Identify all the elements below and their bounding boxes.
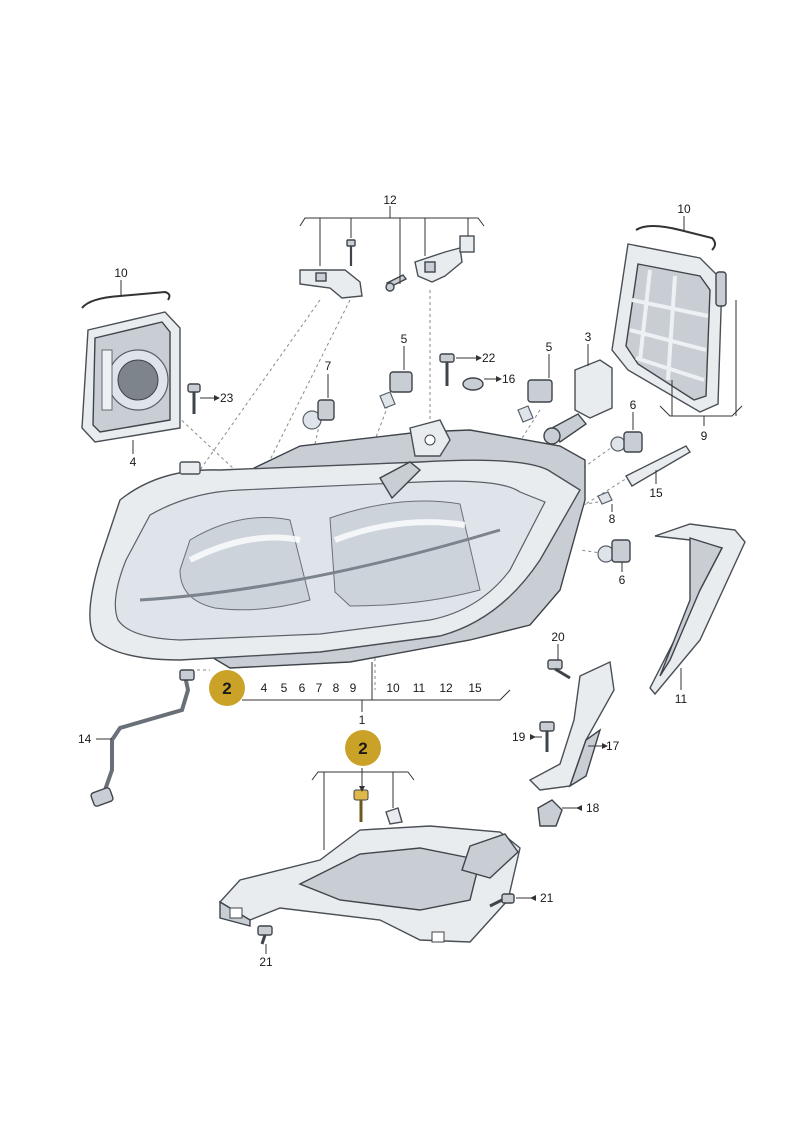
label-4: 4 [130,455,137,469]
rear-cover-9 [611,225,727,413]
headlight-housing-1 [89,419,586,669]
label-19: 19 [512,730,526,744]
label-16: 16 [502,372,516,386]
row-label-4: 4 [261,681,268,695]
label-15: 15 [649,486,663,500]
row-label-15: 15 [468,681,482,695]
label-9: 9 [701,429,708,443]
label-10-right: 10 [677,202,691,216]
label-20: 20 [551,630,565,644]
bulbs-top-row [302,353,613,445]
row-label-12: 12 [439,681,453,695]
row-label-8: 8 [333,681,340,695]
label-5-left: 5 [401,332,408,346]
label-21-right: 21 [540,891,554,905]
adjuster-panel-4 [81,290,181,443]
label-1: 1 [359,713,366,727]
label-12: 12 [383,193,397,207]
label-14: 14 [78,732,92,746]
arrow-heads [214,355,608,901]
right-small-parts [597,431,691,563]
bracket-17 [528,659,615,827]
label-6-top: 6 [630,398,637,412]
screw-23 [187,383,201,414]
label-18: 18 [586,801,600,815]
row-label-6: 6 [299,681,306,695]
bracket-set-12 [299,235,475,299]
badge-label: 2 [222,679,231,698]
row-label-9: 9 [350,681,357,695]
badge-part-2-bottom: 2 [345,730,381,766]
label-23: 23 [220,391,234,405]
row-label-11: 11 [413,681,426,695]
label-3: 3 [585,330,592,344]
label-11: 11 [675,692,688,706]
label-10-left: 10 [114,266,128,280]
label-17: 17 [606,739,620,753]
badge-label: 2 [358,739,367,758]
row-label-5: 5 [281,681,288,695]
trim-strip-11 [649,523,746,696]
badge-part-2-top: 2 [209,670,245,706]
part-labels: 12 10 10 9 4 23 7 5 22 16 5 3 6 15 8 6 1… [78,193,708,969]
label-21-bottom: 21 [259,955,273,969]
label-22: 22 [482,351,496,365]
label-7: 7 [325,359,332,373]
label-8: 8 [609,512,616,526]
leader-lines [96,206,743,954]
lower-bracket [218,789,521,945]
label-6-bottom: 6 [619,573,626,587]
row-label-10: 10 [386,681,400,695]
label-5-right: 5 [546,340,553,354]
wiring-harness-14 [90,669,195,807]
row-label-7: 7 [316,681,323,695]
